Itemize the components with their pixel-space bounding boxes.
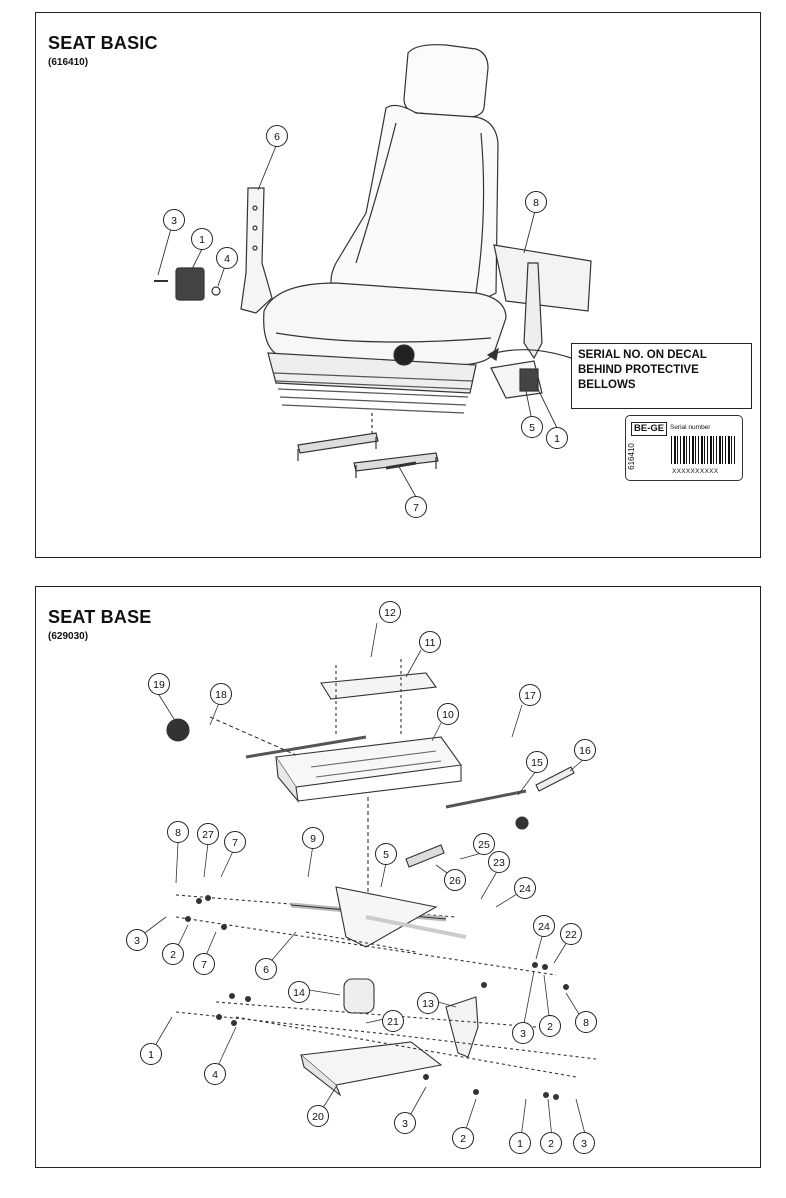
serial-decal: BE-GE Serial number 616410 XXXXXXXXXX xyxy=(625,415,743,481)
serial-note-line3: BELLOWS xyxy=(578,379,636,391)
seat-basic-part-number: (616410) xyxy=(48,57,89,68)
callout-7b: 7 xyxy=(193,953,215,975)
callout-6: 6 xyxy=(266,125,288,147)
callout-2d: 2 xyxy=(540,1132,562,1154)
decal-brand: BE-GE xyxy=(631,422,668,436)
callout-1: 1 xyxy=(140,1043,162,1065)
callout-8b: 8 xyxy=(575,1011,597,1033)
decal-serial-placeholder: XXXXXXXXXX xyxy=(672,468,719,475)
callout-19: 19 xyxy=(148,673,170,695)
callout-24b: 24 xyxy=(533,915,555,937)
callout-16: 16 xyxy=(574,739,596,761)
seat-base-drawing xyxy=(137,622,597,1139)
callout-3c: 3 xyxy=(394,1112,416,1134)
callout-8: 8 xyxy=(525,191,547,213)
callout-9: 9 xyxy=(302,827,324,849)
seat-base-panel: SEAT BASE (629030) xyxy=(35,586,761,1168)
callout-2b: 2 xyxy=(539,1015,561,1037)
callout-7: 7 xyxy=(405,496,427,518)
callout-3b: 3 xyxy=(512,1022,534,1044)
callout-2c: 2 xyxy=(452,1127,474,1149)
callout-6: 6 xyxy=(255,958,277,980)
callout-13: 13 xyxy=(417,992,439,1014)
callout-8: 8 xyxy=(167,821,189,843)
callout-7: 7 xyxy=(224,831,246,853)
seat-basic-panel: SEAT BASIC (616410) xyxy=(35,12,761,558)
callout-5: 5 xyxy=(375,843,397,865)
callout-10: 10 xyxy=(437,703,459,725)
serial-note-line1: SERIAL NO. ON DECAL xyxy=(578,349,707,361)
decal-label: Serial number xyxy=(670,424,711,431)
callout-1b: 1 xyxy=(509,1132,531,1154)
callout-3: 3 xyxy=(163,209,185,231)
callout-24: 24 xyxy=(514,877,536,899)
callout-20: 20 xyxy=(307,1105,329,1127)
callout-1b: 1 xyxy=(546,427,568,449)
callout-17: 17 xyxy=(519,684,541,706)
seat-base-title: SEAT BASE xyxy=(48,607,152,627)
callout-1: 1 xyxy=(191,228,213,250)
callout-4: 4 xyxy=(204,1063,226,1085)
callout-14: 14 xyxy=(288,981,310,1003)
seat-basic-drawing xyxy=(154,44,592,498)
callout-23: 23 xyxy=(488,851,510,873)
seat-base-part-number: (629030) xyxy=(48,631,89,642)
serial-note-line2: BEHIND PROTECTIVE xyxy=(578,364,699,376)
callout-15: 15 xyxy=(526,751,548,773)
callout-5: 5 xyxy=(521,416,543,438)
decal-code: 616410 xyxy=(626,443,636,470)
callout-25: 25 xyxy=(473,833,495,855)
callout-12: 12 xyxy=(379,601,401,623)
callout-3: 3 xyxy=(126,929,148,951)
seat-basic-title: SEAT BASIC xyxy=(48,33,158,53)
callout-4: 4 xyxy=(216,247,238,269)
callout-27: 27 xyxy=(197,823,219,845)
serial-number-note: SERIAL NO. ON DECAL BEHIND PROTECTIVE BE… xyxy=(571,343,752,409)
callout-11: 11 xyxy=(419,631,441,653)
callout-22: 22 xyxy=(560,923,582,945)
barcode-icon xyxy=(671,436,737,464)
callout-26: 26 xyxy=(444,869,466,891)
callout-18: 18 xyxy=(210,683,232,705)
callout-3d: 3 xyxy=(573,1132,595,1154)
callout-2: 2 xyxy=(162,943,184,965)
callout-21: 21 xyxy=(382,1010,404,1032)
